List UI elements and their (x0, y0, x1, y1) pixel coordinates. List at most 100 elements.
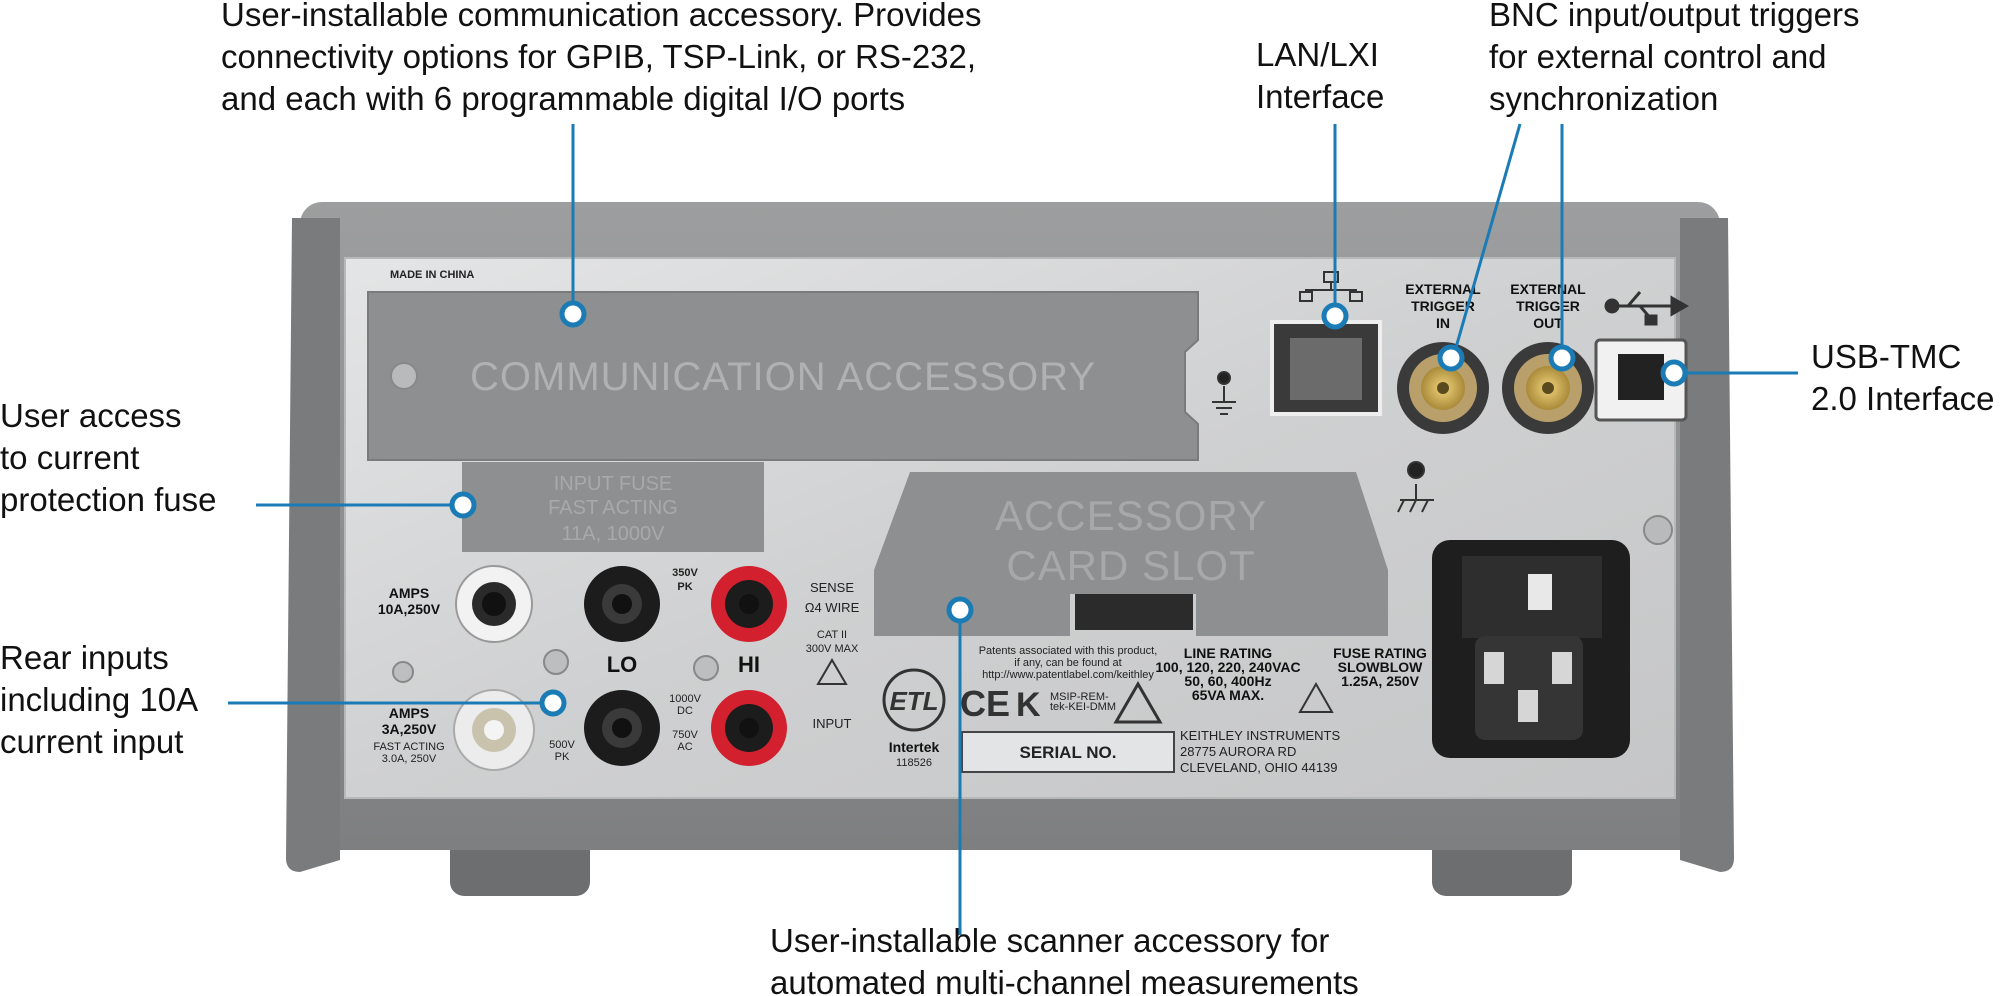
line-rating-4: 65VA MAX. (1192, 687, 1264, 703)
callout-line: to current (0, 439, 140, 476)
sense-hi-jack[interactable] (711, 690, 787, 766)
callout-line: including 10A (0, 681, 199, 718)
fuse-rating-3: 1.25A, 250V (1341, 673, 1419, 689)
sense-lo-jack[interactable] (584, 690, 660, 766)
callout-line: User access (0, 397, 182, 434)
fuse-window (1528, 574, 1552, 610)
callout-line: and each with 6 programmable digital I/O… (221, 80, 906, 117)
trigger-in-label-3: IN (1436, 315, 1450, 331)
iec-pin-icon (1484, 652, 1504, 684)
fuse-rating-1: FUSE RATING (1333, 645, 1427, 661)
address-line-2: 28775 AURORA RD (1180, 744, 1296, 759)
trigger-out-label-1: EXTERNAL (1510, 281, 1586, 297)
msip-label-1: MSIP-REM- (1050, 691, 1109, 703)
amps-bottom-fuse-1: FAST ACTING (373, 741, 444, 753)
callout-communication-accessory: User-installable communication accessory… (221, 0, 982, 120)
ce-mark-icon: CE (960, 683, 1010, 724)
trigger-out-label-3: OUT (1533, 315, 1563, 331)
fuse-plate-line-1: INPUT FUSE (554, 473, 673, 495)
callout-line: LAN/LXI (1256, 36, 1379, 73)
communication-accessory-cover (367, 291, 1199, 461)
callout-line: connectivity options for GPIB, TSP-Link,… (221, 38, 977, 75)
lan-network-icon (1299, 271, 1363, 302)
msip-label-2: tek-KEI-DMM (1050, 701, 1116, 713)
callout-fuse-access: User access to current protection fuse (0, 395, 216, 521)
address-line-3: CLEVELAND, OHIO 44139 (1180, 760, 1338, 775)
patents-line-2: if any, can be found at (1014, 657, 1121, 669)
callout-line: BNC input/output triggers (1489, 0, 1860, 33)
lo-jack[interactable] (584, 566, 660, 642)
fuse-rating-2: SLOWBLOW (1338, 659, 1424, 675)
svg-text:K: K (1016, 686, 1041, 724)
serial-number-box (961, 731, 1175, 773)
card-slot-latch (1075, 594, 1193, 630)
callout-dot-lan (1321, 302, 1349, 330)
amps-bottom-fuse-2: 3.0A, 250V (382, 753, 437, 765)
pk350-label-2: PK (677, 581, 692, 593)
callout-dot-trigger-out (1548, 344, 1576, 372)
callout-line: USB-TMC (1811, 338, 1962, 375)
cat-label-2: 300V MAX (806, 643, 859, 655)
input-fuse-cover[interactable] (462, 462, 764, 552)
sense-label-1: SENSE (810, 580, 854, 595)
pk500-label-2: PK (555, 751, 570, 763)
line-rating-2: 100, 120, 220, 240VAC (1155, 659, 1300, 675)
callout-line: automated multi-channel measurements (770, 964, 1359, 996)
line-rating-3: 50, 60, 400Hz (1184, 673, 1271, 689)
callout-line: Rear inputs (0, 639, 169, 676)
dc1000-label-1: 1000V (669, 693, 701, 705)
chassis-ground-icon (1397, 461, 1434, 513)
callout-line: synchronization (1489, 80, 1719, 117)
amps-3a-jack[interactable] (453, 689, 535, 771)
iec-pin-icon (1518, 690, 1538, 722)
input-label: INPUT (813, 716, 852, 731)
bnc-trigger-out[interactable] (1502, 342, 1594, 434)
fuse-plate-line-2: FAST ACTING (548, 497, 678, 519)
pk350-label-1: 350V (672, 567, 698, 579)
kc-mark-icon: K (1016, 686, 1041, 724)
hi-label: HI (738, 652, 760, 677)
dc1000-label-2: DC (677, 705, 693, 717)
trigger-in-label-2: TRIGGER (1411, 298, 1475, 314)
made-in-label: MADE IN CHINA (390, 269, 474, 281)
callout-rear-inputs: Rear inputs including 10A current input (0, 637, 198, 763)
bnc-trigger-in[interactable] (1397, 342, 1489, 434)
serial-number-label: SERIAL NO. (1020, 743, 1117, 762)
callout-line: protection fuse (0, 481, 217, 518)
callout-line: 2.0 Interface (1811, 380, 1995, 417)
iec-socket (1475, 636, 1583, 740)
callout-line: current input (0, 723, 184, 760)
callout-dot-fuse (449, 491, 477, 519)
callout-line: for external control and (1489, 38, 1827, 75)
accessory-card-slot-cover[interactable] (874, 472, 1388, 636)
handle-left (286, 218, 340, 872)
pk500-label-1: 500V (549, 739, 575, 751)
lan-port-socket (1290, 338, 1362, 400)
address-line-1: KEITHLEY INSTRUMENTS (1180, 728, 1340, 743)
hi-jack[interactable] (711, 566, 787, 642)
svg-text:CE: CE (960, 683, 1010, 724)
screw-icon (693, 655, 719, 681)
callout-scanner-accessory: User-installable scanner accessory for a… (770, 920, 1359, 996)
trigger-in-label-1: EXTERNAL (1405, 281, 1481, 297)
callout-dot-scanner (946, 596, 974, 624)
trigger-out-label-2: TRIGGER (1516, 298, 1580, 314)
callout-usb-tmc: USB-TMC 2.0 Interface (1811, 336, 1994, 420)
etl-listed-mark-icon: ETL (882, 668, 946, 732)
cat-label-1: CAT II (817, 629, 847, 641)
amps-10a-jack[interactable] (455, 565, 533, 643)
callout-dot-trigger-in (1437, 344, 1465, 372)
screw-icon (392, 661, 414, 683)
screw-icon (1643, 515, 1673, 545)
card-slot-label-2: CARD SLOT (1006, 542, 1255, 589)
usb-icon (1604, 291, 1690, 326)
ground-symbol-icon (1212, 371, 1236, 415)
callout-dot-usb (1660, 359, 1688, 387)
usb-port-socket (1618, 354, 1664, 400)
screw-icon (543, 649, 569, 675)
callout-line: Interface (1256, 78, 1385, 115)
communication-accessory-label: COMMUNICATION ACCESSORY (470, 355, 1096, 399)
intertek-number: 118526 (896, 757, 932, 769)
screw-icon (390, 362, 418, 390)
callout-bnc-triggers: BNC input/output triggers for external c… (1489, 0, 1860, 120)
